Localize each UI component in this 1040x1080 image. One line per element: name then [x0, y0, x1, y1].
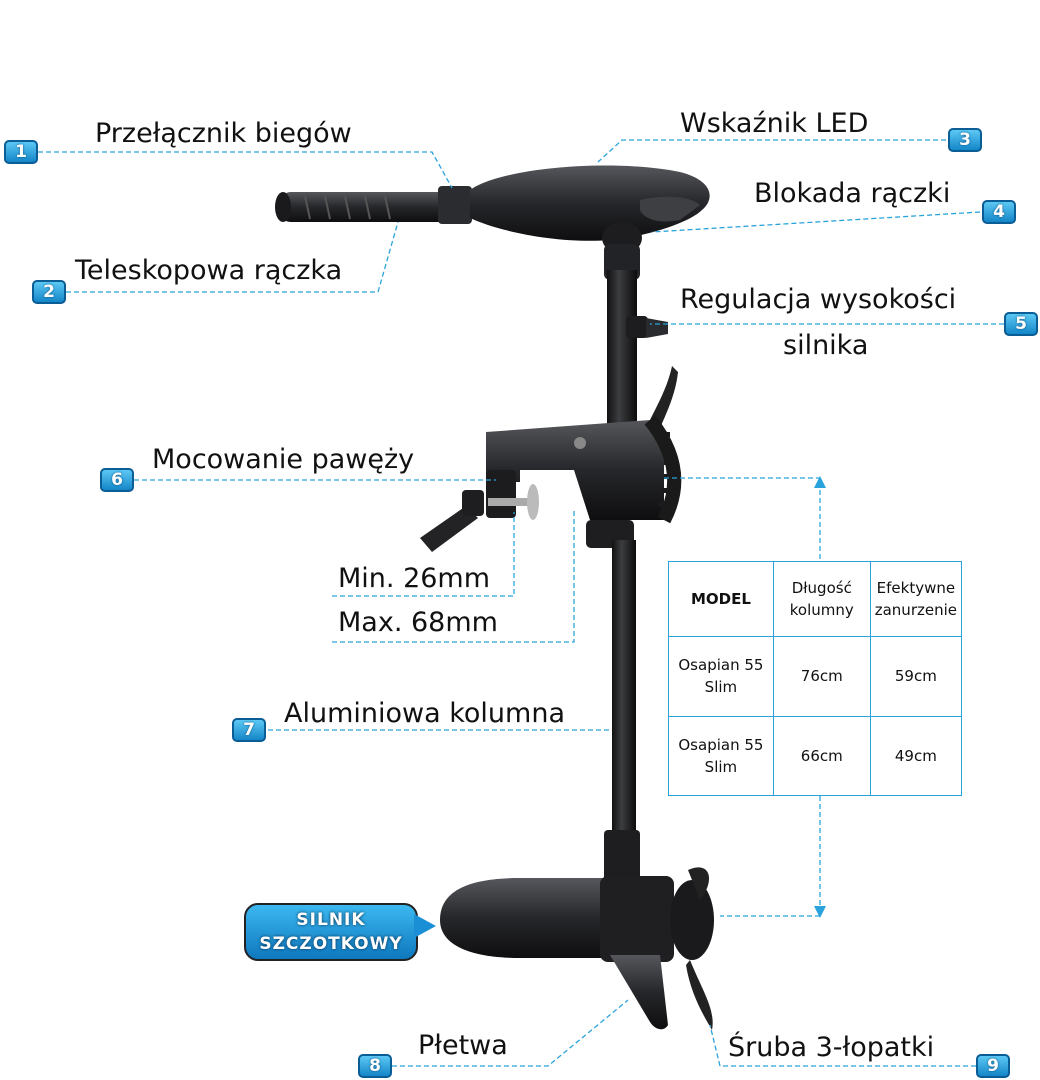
cell-effective-depth: 59cm — [869, 636, 963, 717]
label-gear-switch: Przełącznik biegów — [95, 118, 352, 149]
arrow-up — [814, 476, 826, 488]
height-adjust-knob — [626, 316, 668, 338]
telescopic-handle — [275, 192, 453, 222]
header-column-length: Długość kolumny — [772, 561, 871, 637]
label-fin: Płetwa — [418, 1030, 508, 1061]
badge-3: 3 — [948, 128, 982, 152]
label-aluminium-column: Aluminiowa kolumna — [284, 698, 565, 729]
brushed-motor-line1: SILNIK — [296, 910, 366, 930]
bubble-tail — [414, 914, 436, 938]
label-telescopic-handle: Teleskopowa rączka — [75, 255, 343, 286]
cell-column-length: 66cm — [772, 715, 871, 796]
cell-effective-depth: 49cm — [869, 715, 963, 796]
badge-4: 4 — [982, 200, 1016, 224]
brushed-motor-line2: SZCZOTKOWY — [259, 934, 403, 954]
label-height-adjust-line2: silnika — [783, 330, 869, 361]
header-model: MODEL — [668, 561, 774, 637]
label-transom-mount: Mocowanie pawęży — [152, 444, 415, 475]
label-clamp-max: Max. 68mm — [338, 607, 498, 638]
motor-head — [470, 165, 710, 241]
propeller — [670, 867, 714, 1030]
header-effective-depth: Efektywne zanurzenie — [869, 561, 963, 637]
leader-lines — [38, 139, 1004, 1067]
spec-table: MODEL Długość kolumny Efektywne zanurzen… — [668, 561, 963, 796]
badge-1: 1 — [4, 140, 38, 164]
table-header-row: MODEL Długość kolumny Efektywne zanurzen… — [668, 561, 963, 637]
badge-5: 5 — [1004, 312, 1038, 336]
label-handle-lock: Blokada rączki — [754, 178, 951, 209]
motor-pod — [440, 876, 674, 962]
transom-bracket — [486, 415, 682, 524]
cell-column-length: 76cm — [772, 636, 871, 717]
label-height-adjust: Regulacja wysokości — [680, 284, 957, 315]
badge-2: 2 — [32, 280, 66, 304]
table-row: Osapian 55 Slim 76cm 59cm — [668, 636, 963, 717]
brushed-motor-badge: SILNIK SZCZOTKOWY — [244, 903, 418, 961]
label-led-indicator: Wskaźnik LED — [680, 108, 869, 139]
label-propeller: Śruba 3-łopatki — [728, 1032, 935, 1063]
upper-shaft — [607, 270, 637, 430]
badge-7: 7 — [232, 718, 266, 742]
badge-6: 6 — [100, 468, 134, 492]
fin — [610, 955, 668, 1030]
arrow-down — [814, 906, 826, 918]
badge-8: 8 — [358, 1054, 392, 1078]
table-row: Osapian 55 Slim 66cm 49cm — [668, 715, 963, 796]
cell-model: Osapian 55 Slim — [668, 636, 774, 717]
aluminium-column — [612, 540, 636, 840]
label-clamp-min: Min. 26mm — [338, 563, 491, 594]
badge-9: 9 — [976, 1054, 1010, 1078]
cell-model: Osapian 55 Slim — [668, 715, 774, 796]
clamp-screw — [420, 484, 539, 552]
speed-switch — [438, 186, 472, 224]
